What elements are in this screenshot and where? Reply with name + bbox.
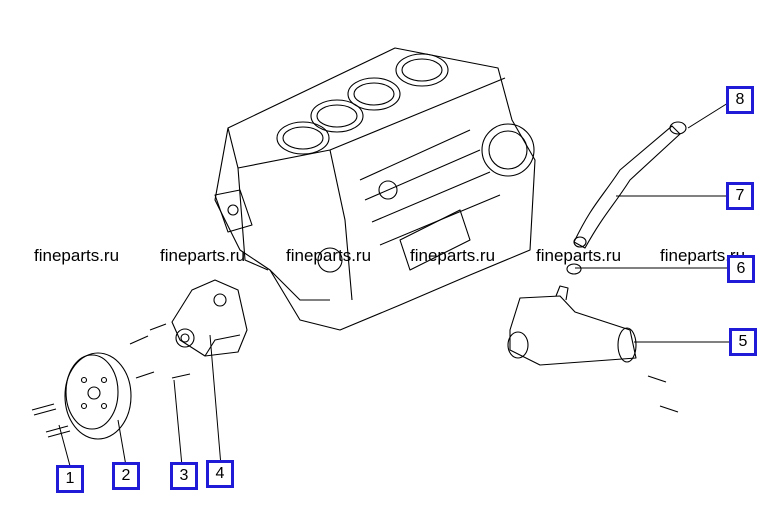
callout-4[interactable]: 4 <box>206 460 234 488</box>
callout-6[interactable]: 6 <box>727 255 755 283</box>
outlet-housing <box>507 285 637 366</box>
watermark-text: fineparts.ru <box>286 246 372 265</box>
callout-3[interactable]: 3 <box>170 462 198 490</box>
callout-5[interactable]: 5 <box>729 328 757 356</box>
watermark-text: fineparts.ru <box>160 246 246 265</box>
engine-block <box>214 47 536 331</box>
callout-8[interactable]: 8 <box>726 86 754 114</box>
watermark-text: fineparts.ru <box>536 246 622 265</box>
bolts <box>31 323 679 438</box>
watermark-text: fineparts.ru <box>410 246 496 265</box>
water-pump <box>171 279 248 357</box>
callout-7[interactable]: 7 <box>726 182 754 210</box>
leader-lines <box>58 102 730 467</box>
hose-clamp <box>566 263 582 275</box>
hose-pipe <box>573 121 687 249</box>
watermark-text: fineparts.ru <box>34 246 120 265</box>
callout-2[interactable]: 2 <box>112 462 140 490</box>
callout-1[interactable]: 1 <box>56 465 84 493</box>
watermark-text: fineparts.ru <box>660 246 746 265</box>
pulley <box>64 352 132 440</box>
